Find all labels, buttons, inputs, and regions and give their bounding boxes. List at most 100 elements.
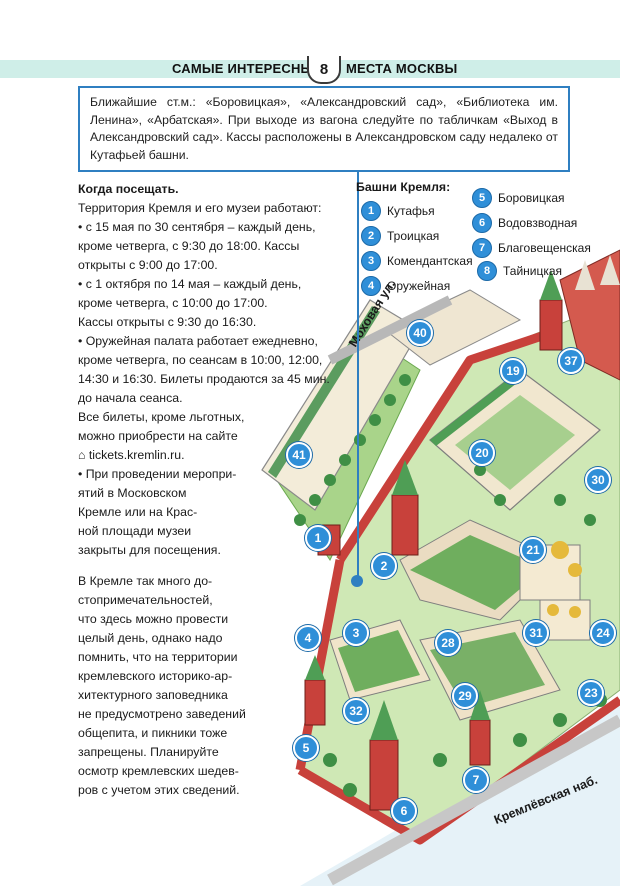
street-label-kremlin-embankment: Кремлёвская наб.	[492, 772, 600, 827]
tower-name: Троицкая	[387, 229, 440, 243]
text-line: кроме четверга, по сеансам в 10:00, 12:0…	[78, 353, 323, 367]
tower-name: Кутафья	[387, 204, 435, 218]
text-line: стопримечательностей,	[78, 593, 213, 607]
text-line: • с 15 мая по 30 сентября – каждый день,	[78, 220, 316, 234]
text-line: общепита, и пикники тоже	[78, 726, 228, 740]
tower-name: Боровицкая	[498, 191, 565, 205]
map-marker-23[interactable]: 23	[578, 680, 604, 706]
tower-number-badge: 5	[472, 188, 492, 208]
troitskaya-tower	[391, 494, 419, 556]
metro-info-box: Ближайшие ст.м.: «Боровицкая», «Александ…	[78, 86, 570, 172]
library-block	[384, 289, 522, 366]
text-line: осмотр кремлевских шедев-	[78, 764, 239, 778]
map-marker-41[interactable]: 41	[286, 442, 312, 468]
map-marker-7[interactable]: 7	[463, 767, 489, 793]
text-line: не предусмотрено заведений	[78, 707, 246, 721]
map-marker-6[interactable]: 6	[391, 798, 417, 824]
text-line: 14:30 и 16:30. Билеты продаются за 45 ми…	[78, 372, 330, 386]
text-line: Кремле или на Крас-	[78, 505, 198, 519]
tower-number-badge: 6	[472, 213, 492, 233]
museum-spire	[600, 255, 620, 285]
text-line: до начала сеанса.	[78, 391, 183, 405]
map-marker-24[interactable]: 24	[590, 620, 616, 646]
tower-legend-item[interactable]: 7 Благовещенская	[472, 238, 591, 258]
text-line: помнить, что на территории	[78, 650, 238, 664]
text-line: ров с учетом этих сведений.	[78, 783, 240, 797]
map-marker-32[interactable]: 32	[343, 698, 369, 724]
map-marker-30[interactable]: 30	[585, 467, 611, 493]
tower-name: Комендантская	[387, 254, 473, 268]
tower-legend-item[interactable]: 5 Боровицкая	[472, 188, 565, 208]
map-marker-21[interactable]: 21	[520, 537, 546, 563]
text-line: кремлевского историко-ар-	[78, 669, 233, 683]
text-line: что здесь можно провести	[78, 612, 229, 626]
text-line: целый день, однако надо	[78, 631, 223, 645]
tower-legend-item[interactable]: 3 Комендантская	[361, 251, 473, 271]
towers-legend-title: Башни Кремля:	[356, 180, 451, 194]
tower-name: Оружейная	[387, 279, 451, 293]
text-line: В Кремле так много до-	[78, 574, 213, 588]
text-line: Все билеты, кроме льготных,	[78, 410, 245, 424]
kremlin-wall-north	[336, 325, 562, 563]
tower-number-badge: 8	[477, 261, 497, 281]
tower-number-badge: 2	[361, 226, 381, 246]
map-marker-29[interactable]: 29	[452, 683, 478, 709]
map-marker-40[interactable]: 40	[407, 320, 433, 346]
text-line: закрыты для посещения.	[78, 543, 221, 557]
text-line: • При проведении меропри-	[78, 467, 237, 481]
kremlin-territory	[299, 299, 620, 841]
text-line: открыты с 9:00 до 17:00.	[78, 258, 218, 272]
map-marker-1[interactable]: 1	[305, 525, 331, 551]
arsenal-building	[429, 369, 601, 511]
tower	[469, 719, 491, 766]
tower-name: Тайницкая	[503, 264, 563, 278]
tower-legend-item[interactable]: 1 Кутафья	[361, 201, 435, 221]
header-title-right: МЕСТА МОСКВЫ	[346, 61, 458, 76]
text-line: Кассы открыты с 9:30 до 16:30.	[78, 315, 257, 329]
map-marker-19[interactable]: 19	[500, 358, 526, 384]
text-line: запрещены. Планируйте	[78, 745, 219, 759]
tower-legend-item[interactable]: 4 Оружейная	[361, 276, 450, 296]
visiting-info-column: Когда посещать. Территория Кремля и его …	[78, 180, 348, 800]
page-number-badge: 8	[307, 56, 341, 84]
tower-name: Благовещенская	[498, 241, 591, 255]
dome	[551, 541, 569, 559]
map-marker-5[interactable]: 5	[293, 735, 319, 761]
info-leader-dot	[351, 575, 363, 587]
borovitskaya-spire	[370, 700, 398, 740]
tower-number-badge: 1	[361, 201, 381, 221]
tower-legend-item[interactable]: 2 Троицкая	[361, 226, 439, 246]
visiting-heading: Когда посещать.	[78, 182, 179, 196]
borovitskaya-tower	[369, 739, 399, 811]
map-marker-4[interactable]: 4	[295, 625, 321, 651]
dome	[568, 563, 582, 577]
text-line: ной площади музеи	[78, 524, 192, 538]
embankment-road	[327, 714, 620, 886]
tower-name: Водовзводная	[498, 216, 578, 230]
museum-spire	[575, 260, 595, 290]
header-title-left: САМЫЕ ИНТЕРЕСНЫЕ	[172, 61, 323, 76]
text-line: • с 1 октября по 14 мая – каждый день,	[78, 277, 302, 291]
nikolskaya-tower	[539, 299, 563, 351]
troitskaya-spire	[392, 460, 418, 495]
text-line: ятий в Московском	[78, 486, 187, 500]
map-marker-28[interactable]: 28	[435, 630, 461, 656]
text-line: кроме четверга, с 10:00 до 17:00.	[78, 296, 268, 310]
tickets-link[interactable]: ⌂ tickets.kremlin.ru.	[78, 448, 185, 462]
text-line: можно приобрести на сайте	[78, 429, 238, 443]
tower-legend-item[interactable]: 6 Водовзводная	[472, 213, 577, 233]
palace-complex	[399, 519, 561, 621]
tower-number-badge: 3	[361, 251, 381, 271]
map-marker-37[interactable]: 37	[558, 348, 584, 374]
text-line: кроме четверга, с 9:30 до 18:00. Кассы	[78, 239, 300, 253]
dome	[547, 604, 559, 616]
info-leader-line	[357, 172, 359, 580]
map-marker-2[interactable]: 2	[371, 553, 397, 579]
tower-legend-item[interactable]: 8 Тайницкая	[477, 261, 562, 281]
map-marker-20[interactable]: 20	[469, 440, 495, 466]
text-line: Территория Кремля и его музеи работают:	[78, 201, 322, 215]
text-line: хитектурного заповедника	[78, 688, 228, 702]
dome	[569, 606, 581, 618]
map-marker-31[interactable]: 31	[523, 620, 549, 646]
map-marker-3[interactable]: 3	[343, 620, 369, 646]
